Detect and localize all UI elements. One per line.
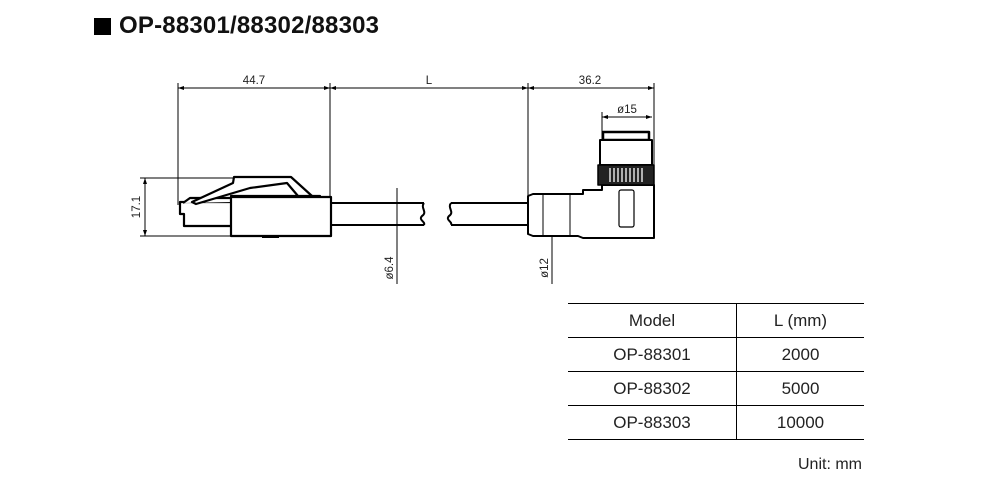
cell-length: 2000	[736, 337, 864, 372]
dim-connector-diameter: ø15	[617, 104, 637, 116]
table-row: OP-88301 2000	[568, 337, 864, 372]
rj45-plug-shape	[178, 175, 333, 238]
dim-plug-height: 17.1	[131, 196, 143, 218]
cable-right	[446, 202, 528, 226]
cell-model: OP-88302	[568, 371, 737, 406]
top-dimension-line	[140, 83, 655, 284]
title-text: OP-88301/88302/88303	[119, 12, 380, 39]
page-title: OP-88301/88302/88303	[94, 12, 379, 40]
table-header-row: Model L (mm)	[568, 303, 864, 338]
right-angle-connector-shape	[527, 130, 655, 239]
table-row: OP-88303 10000	[568, 405, 864, 440]
header-model: Model	[568, 303, 737, 338]
dim-connector-length: 36.2	[579, 75, 601, 87]
cell-model: OP-88301	[568, 337, 737, 372]
header-length: L (mm)	[736, 303, 864, 338]
cell-length: 5000	[736, 371, 864, 406]
model-length-table: Model L (mm) OP-88301 2000 OP-88302 5000…	[568, 303, 864, 440]
cell-length: 10000	[736, 405, 864, 440]
square-bullet-icon	[94, 17, 111, 35]
dim-sleeve-diameter: ø12	[539, 258, 551, 278]
table-row: OP-88302 5000	[568, 371, 864, 406]
dim-cable-diameter: ø6.4	[384, 256, 396, 280]
cell-model: OP-88303	[568, 405, 737, 440]
cable-dimension-drawing: 44.7 L 36.2 ø15 17.1 ø6.4 ø12	[131, 75, 655, 284]
knurled-ring-lines	[609, 168, 643, 182]
unit-note: Unit: mm	[798, 456, 862, 473]
dim-cable-length: L	[426, 75, 433, 87]
cable-left	[331, 202, 426, 226]
dim-plug-length: 44.7	[243, 75, 265, 87]
